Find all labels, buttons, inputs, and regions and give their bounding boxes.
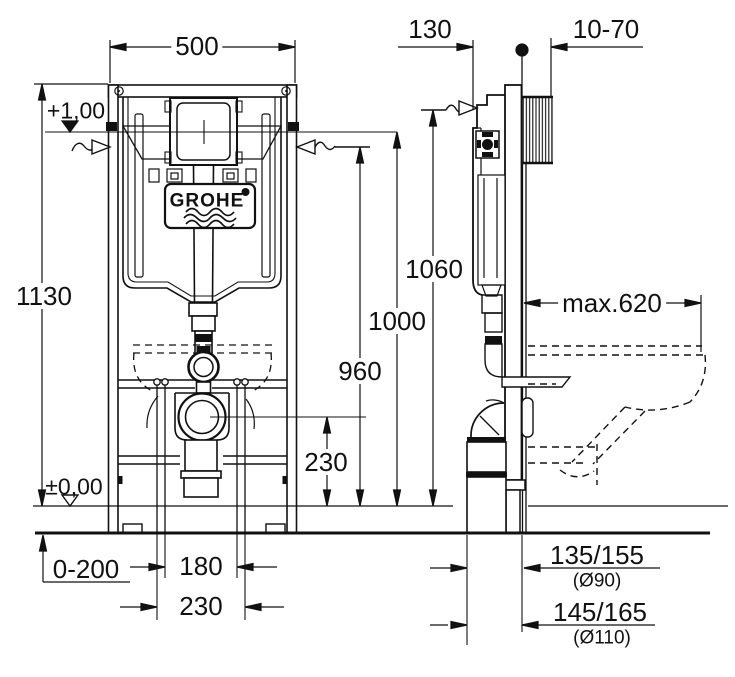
dimension-annotations	[34, 38, 702, 645]
dim-bolt-180	[130, 562, 277, 572]
fixing-bolts	[153, 378, 249, 533]
flush-valve	[477, 174, 506, 297]
dim-label-height-1130: 1130	[12, 283, 76, 309]
level-marker-floor	[60, 494, 80, 508]
dim-label-outlet-90: 135/155	[550, 540, 644, 570]
dim-label-height-1060: 1060	[401, 256, 467, 282]
wall-surface-marker-right	[295, 138, 370, 156]
drain-connection	[146, 392, 255, 498]
bowl-outline-front	[133, 344, 272, 393]
dim-label-drain-230: 230	[300, 449, 352, 475]
dim-outlet-110	[430, 620, 655, 630]
dim-label-height-1000: 1000	[364, 308, 430, 334]
dim-label-outlet-110-dia: (Ø110)	[573, 627, 631, 649]
dim-outlet-90	[430, 535, 660, 645]
bowl-outline-side	[528, 345, 707, 485]
flush-axis-line	[45, 120, 397, 144]
dim-label-outlet-90-dia: (Ø90)	[572, 570, 622, 592]
fixing-rod-extensions	[156, 533, 246, 620]
dim-label-height-960: 960	[334, 358, 386, 384]
water-supply-marker	[515, 43, 529, 96]
grohe-logo	[163, 182, 257, 230]
flush-outlet-stub	[501, 376, 572, 388]
dim-label-wall-10-70: 10-70	[572, 14, 640, 44]
flush-pipe	[187, 302, 220, 394]
mount-tabs	[148, 168, 257, 183]
brand-logo-text: GROHE	[169, 190, 245, 212]
dim-label-outlet-110: 145/165	[553, 597, 647, 627]
front-view	[106, 84, 299, 534]
dim-height-960	[355, 146, 365, 507]
dim-label-width-500: 500	[171, 33, 223, 59]
dim-height-1060	[428, 109, 438, 507]
fixing-stud	[521, 397, 534, 438]
lower-cross-rail	[118, 455, 287, 465]
drain-elbow	[466, 399, 507, 534]
dim-label-bolt-230: 230	[179, 591, 223, 621]
dim-label-depth-130: 130	[408, 14, 452, 44]
wall-surface-marker-left	[71, 138, 112, 156]
dim-leg-adjust-0-200	[38, 534, 130, 583]
dim-label-leg-0-200: 0-200	[52, 554, 120, 584]
wall-face-line	[521, 163, 527, 533]
level-marker-top	[60, 120, 80, 134]
registered-mark-dot	[241, 188, 250, 196]
wall-surface-marker-side	[421, 99, 479, 117]
dim-label-bolt-180: 180	[179, 551, 223, 581]
water-connection	[475, 130, 500, 159]
side-view	[466, 84, 707, 534]
dim-label-max-620: max.620	[558, 290, 666, 316]
wall-anchor-block	[520, 95, 553, 165]
level-label-floor: ±0,00	[45, 473, 103, 500]
dim-wall-10-70	[550, 38, 643, 96]
level-label-top: +1,00	[46, 97, 106, 124]
dim-bolt-230	[120, 602, 284, 612]
dim-depth-130	[398, 40, 474, 110]
